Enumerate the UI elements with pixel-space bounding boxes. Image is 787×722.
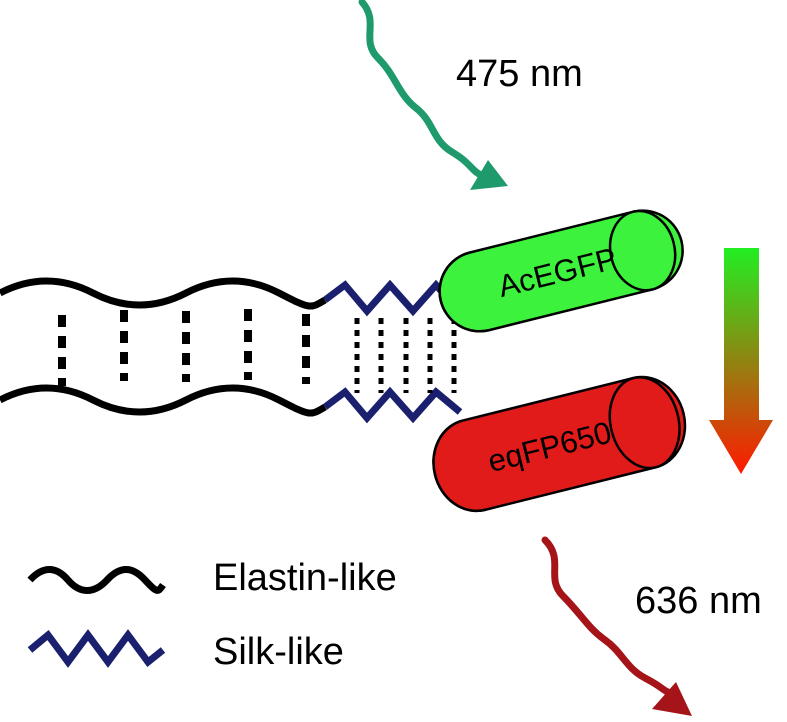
elastin-strand-bottom	[0, 384, 327, 417]
elastin-strand-top	[0, 277, 327, 310]
legend: Elastin-like Silk-like	[27, 557, 397, 673]
excitation-arrow-icon	[358, 0, 508, 190]
emission-arrow-icon	[541, 536, 692, 716]
emission-wavelength-label: 636 nm	[635, 580, 762, 622]
silk-crosslinks	[354, 318, 457, 393]
legend-label-elastin: Elastin-like	[213, 557, 397, 599]
silk-strand-bottom	[322, 386, 463, 424]
legend-zigzag-line-icon	[27, 629, 166, 668]
legend-wavy-line-icon	[27, 566, 166, 594]
energy-transfer-arrow-icon	[709, 248, 773, 474]
legend-label-silk: Silk-like	[213, 631, 344, 673]
silk-strand-top	[322, 279, 463, 317]
excitation-wavelength-label: 475 nm	[456, 53, 583, 95]
donor-cylinder: AcEGFP	[438, 209, 684, 333]
acceptor-cylinder: eqFP650	[432, 375, 687, 513]
elastin-crosslinks	[58, 309, 310, 386]
